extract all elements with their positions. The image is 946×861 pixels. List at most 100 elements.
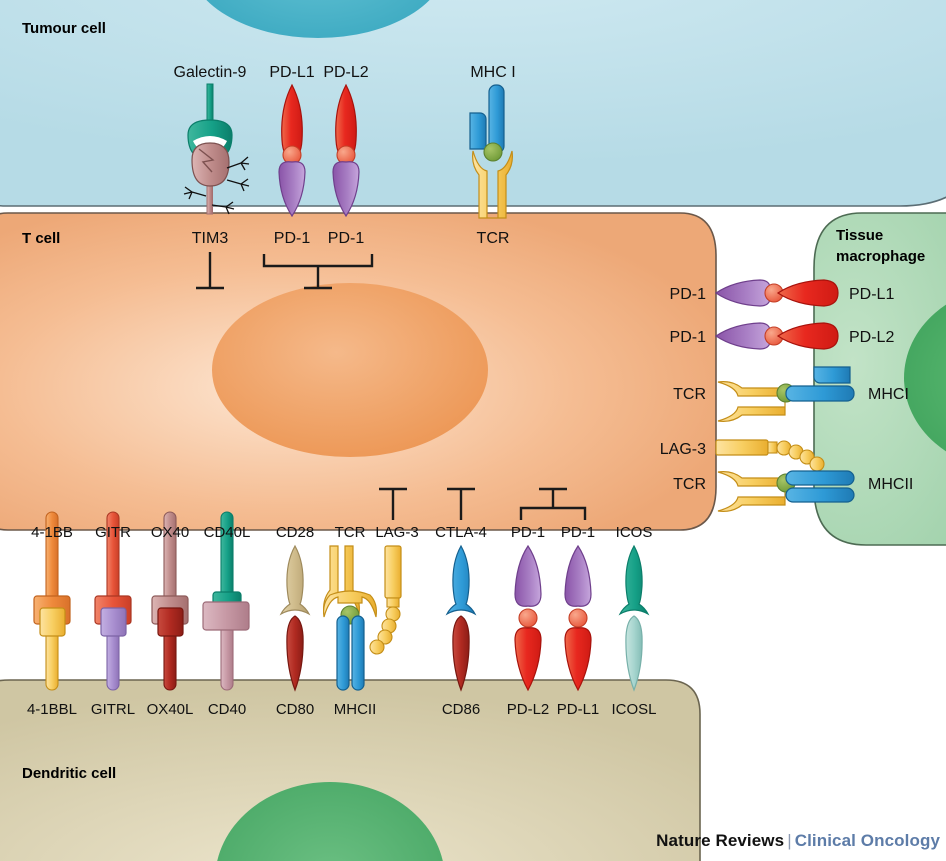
complex-pdl2-pd1-tumour[interactable]: PD-L2 PD-1 [262,64,374,290]
tcr-mac-1 [717,381,786,422]
journal-section: Clinical Oncology [794,831,940,850]
cd86-body [452,615,470,692]
t-cell-label: T cell [22,230,60,247]
dendritic-cell-label: Dendritic cell [22,765,116,782]
pdl1-lobe-dc [564,627,592,692]
mhcii-chain-b-mac [785,487,855,503]
ctla4-body [445,544,477,616]
cd40l-label: CD40L [204,524,251,541]
pdl1-label-mac: PD-L1 [849,286,894,303]
tcr-mac-2 [717,471,786,512]
journal-footer: Nature Reviews|Clinical Oncology [656,831,940,851]
cd28-label: CD28 [276,524,314,541]
gitrl-label: GITRL [91,701,135,718]
icos-label: ICOS [616,524,653,541]
lag3-rod-dc [384,545,402,599]
ox40l-label: OX40L [147,701,194,718]
dendritic-cell: Dendritic cell [0,679,701,861]
mhci-b2m-mac [813,366,851,384]
complex-cd40l-cd40[interactable]: CD40L CD40 [202,511,251,718]
pd1-pair-inhibition-bracket-tumour [262,254,374,290]
cd28-body [279,544,311,616]
complex-pd1-pdl2-dendritic[interactable]: PD-1 PD-L2 [507,524,550,718]
mhci-alpha-mac [785,385,855,402]
lag3-label-mac: LAG-3 [660,441,706,458]
tcr-label-mac-1: TCR [673,386,706,403]
tim3-inhibition-bar [196,252,224,290]
complex-pd1-pdl1-macrophage[interactable]: PD-1 PD-L1 [670,279,895,307]
lag3-link [767,441,778,454]
mhcii-chain-a-mac [785,470,855,486]
tumour-cell-body [0,0,946,207]
complex-galectin9-tim3[interactable]: Galectin-9 TIM3 [174,64,250,290]
mhcii-chain-a-dc [336,615,350,691]
pd1-lobe-dc-1 [514,544,542,607]
41bbl-label: 4-1BBL [27,701,77,718]
lag3-bead-dc-4 [369,639,385,655]
pd1-lobe-right [332,161,360,218]
journal-name: Nature Reviews [656,831,785,850]
pdl1-lobe-mac [776,279,839,307]
lag3-link-dc [386,597,400,608]
41bb-label: 4-1BB [31,524,73,541]
lag3-label-dc: LAG-3 [375,524,418,541]
tcr-dc-base [323,590,377,618]
tim3-head [191,142,230,187]
complex-tcr-mhci-macrophage[interactable]: TCR MHCI [673,366,909,422]
pd1-pdl2-knob-dc [518,608,538,628]
ctla4-inhibition-bar [447,487,475,520]
complex-tcr-mhcii-macrophage[interactable]: TCR MHCII [673,470,913,512]
pd1-pair-inhibition-bracket-dc [519,487,587,520]
complex-tcr-mhcii-dendritic[interactable]: TCR MHCII [311,524,377,718]
icosl-label: ICOSL [611,701,656,718]
complex-mhci-tcr-tumour[interactable]: MHC I TCR [469,64,516,247]
complex-pd1-pdl1-dendritic[interactable]: PD-1 PD-L1 [519,487,599,718]
complex-cd28-cd80[interactable]: CD28 CD80 [276,524,314,718]
pd1-lobe-dc-2 [564,544,592,607]
cd86-label: CD86 [442,701,480,718]
pd1-lobe-left [278,161,306,218]
tumour-cell-nucleus [206,0,430,38]
cd80-label: CD80 [276,701,314,718]
pdl2-label-dc: PD-L2 [507,701,550,718]
complex-icos-icosl[interactable]: ICOS ICOSL [611,524,656,718]
pdl1-label: PD-L1 [269,64,314,81]
complex-lag3-dendritic[interactable]: LAG-3 [369,487,419,655]
pd1-label-dc-2: PD-1 [561,524,595,541]
complex-pdl1-pd1-tumour[interactable]: PD-L1 PD-1 [269,64,314,247]
ox40l-head [157,607,184,637]
glycan-branches [183,156,250,215]
galectin9-label: Galectin-9 [174,64,247,81]
pd1-pdl1-knob-dc [568,608,588,628]
pdl2-label: PD-L2 [323,64,368,81]
tissue-macrophage-body [813,212,946,546]
lag3-bead-dc-3 [377,629,393,645]
pdl2-lobe-dc [514,627,542,692]
complex-41bb-41bbl[interactable]: 4-1BB 4-1BBL [27,511,77,718]
mhci-peptide [483,142,503,162]
complex-ox40-ox40l[interactable]: OX40 OX40L [147,511,194,718]
complex-gitr-gitrl[interactable]: GITR GITRL [91,511,135,718]
gitrl-head [100,607,127,637]
icos-body [618,544,650,616]
t-cell-nucleus [212,283,488,457]
complex-pd1-pdl2-macrophage[interactable]: PD-1 PD-L2 [670,322,895,350]
tissue-macrophage-label-line1: Tissue [836,227,883,244]
41bbl-head [39,607,66,637]
tim3-notch [198,148,215,173]
pdl1-knob [282,145,302,165]
complex-ctla4-cd86[interactable]: CTLA-4 CD86 [435,487,487,718]
mhcii-label-dc: MHCII [334,701,377,718]
ctla4-label: CTLA-4 [435,524,487,541]
ox40-label: OX40 [151,524,189,541]
cd40-head [202,601,250,631]
mhci-b2m [469,112,487,150]
lag3-bead-4 [809,456,825,472]
tissue-macrophage-nucleus [904,304,946,452]
dendritic-cell-body [0,679,701,861]
dendritic-cell-nucleus [217,782,443,861]
tcr-label-mac-2: TCR [673,476,706,493]
icosl-body [625,615,643,692]
pd1-label-dc-1: PD-1 [511,524,545,541]
